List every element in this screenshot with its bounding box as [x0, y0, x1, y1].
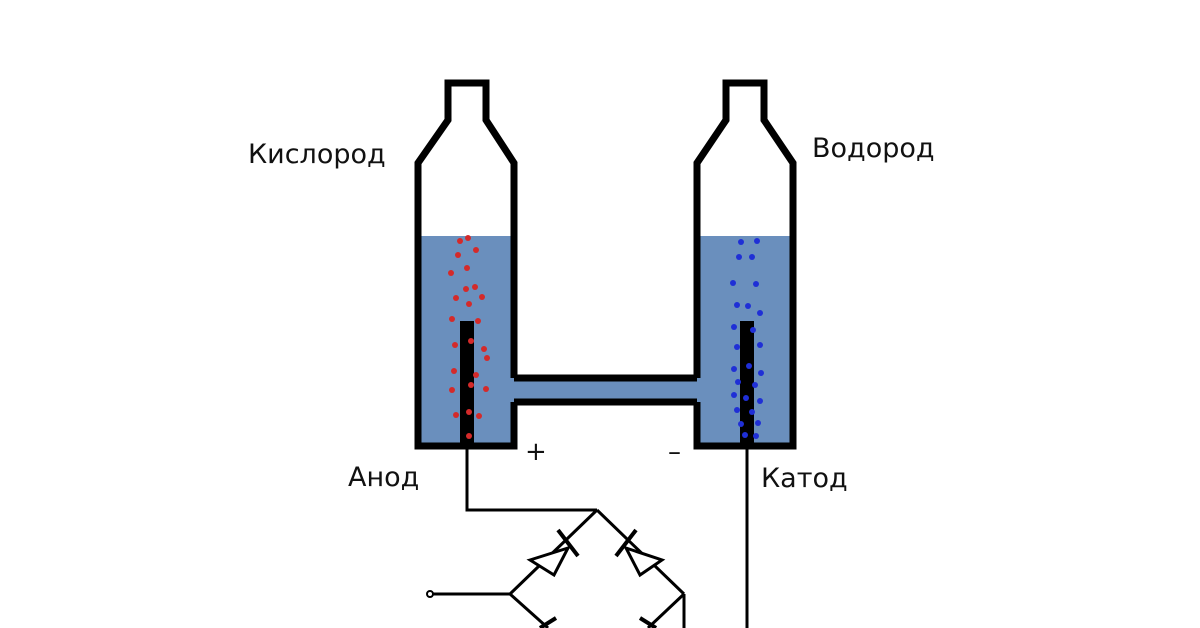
right-bottle-outline — [693, 79, 797, 450]
anode-wire — [465, 446, 597, 512]
diode-lower-left-icon — [538, 616, 558, 628]
bridge-left-lower — [508, 592, 550, 628]
anode-label: Анод — [348, 462, 419, 493]
bridge-right-lower — [646, 592, 686, 628]
diode-lower-right-icon — [638, 616, 658, 628]
diode-left-icon — [526, 528, 580, 578]
oxygen-label: Кислород — [248, 139, 386, 170]
hydrogen-label: Водород — [812, 133, 935, 164]
input-terminal-icon — [426, 590, 434, 598]
circuit-wires — [433, 446, 749, 628]
diode-right-icon — [614, 528, 666, 578]
plus-sign: + — [525, 437, 547, 467]
hydrogen-bubbles — [730, 238, 764, 439]
minus-sign: – — [668, 437, 681, 467]
electrolyte-fill — [418, 236, 793, 446]
oxygen-bubbles — [448, 235, 490, 439]
cathode-label: Катод — [761, 463, 848, 494]
